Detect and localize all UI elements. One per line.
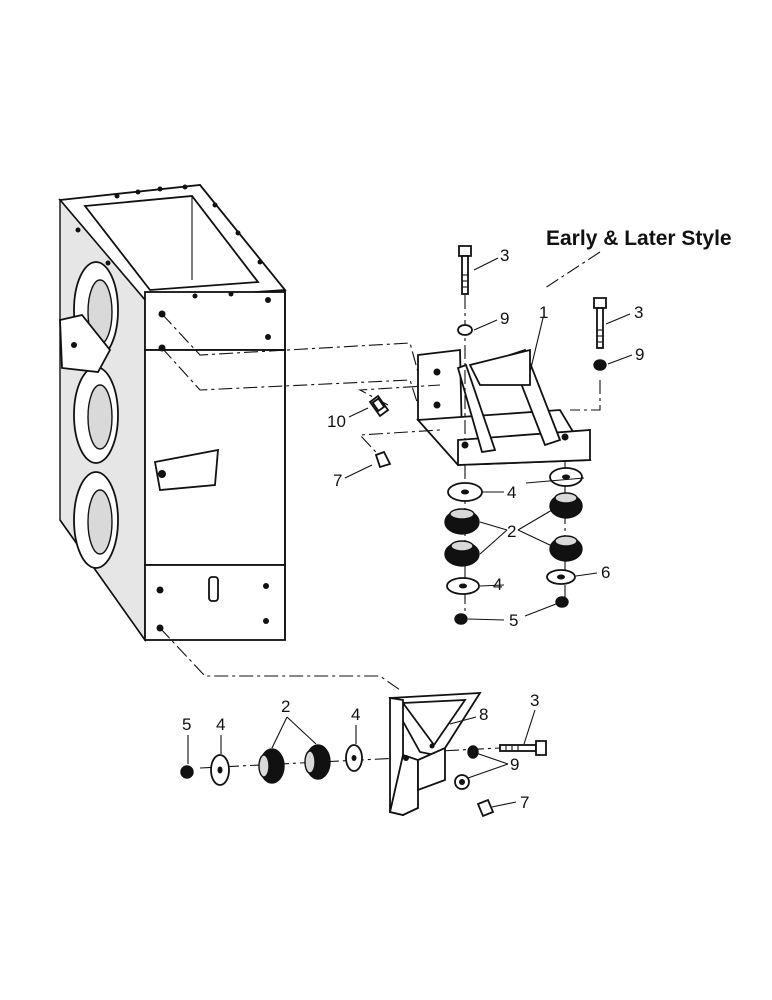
rubber-mount-2-upper-left-top (444, 508, 480, 535)
callout-5-lower: 5 (182, 715, 191, 734)
callout-2-lower: 2 (281, 697, 290, 716)
callout-3-upper-right: 3 (634, 303, 643, 322)
transmission-housing (58, 184, 287, 643)
callout-6: 6 (601, 563, 610, 582)
lower-mounting-bracket (388, 692, 482, 817)
rubber-mount-2-upper-right-bottom (549, 535, 583, 562)
lock-washer-9-lower-right (467, 745, 479, 759)
lock-washer-9-right (593, 359, 607, 371)
cap-screw-3-lower (499, 740, 547, 756)
leader-lines (187, 257, 633, 808)
cap-screw-3-upper-right (593, 297, 607, 349)
nut-5-upper-right (555, 596, 569, 608)
rubber-mount-2-upper-left-bottom (444, 540, 480, 567)
washer-4-lower-left-horizontal (210, 754, 230, 786)
callout-5-upper: 5 (509, 611, 518, 630)
cap-screw-3-upper-left (458, 245, 472, 295)
callout-4-lower-washer-right: 4 (351, 705, 360, 724)
lock-washer-9-left (457, 324, 473, 336)
rubber-mount-2-lower-right (304, 744, 331, 780)
cap-screw-7-lower (476, 798, 495, 818)
variant-heading: Early & Later Style (546, 227, 732, 250)
nut-5-lower (180, 765, 194, 779)
cap-screw-10 (368, 394, 390, 418)
callout-4-upper-left: 4 (507, 483, 516, 502)
callout-3-upper-left: 3 (500, 246, 509, 265)
callout-3-lower: 3 (530, 691, 539, 710)
callout-4-lower-left: 4 (493, 575, 502, 594)
callout-9-lower: 9 (510, 755, 519, 774)
cap-screw-7-upper (374, 450, 392, 469)
callout-9-upper-right: 9 (635, 345, 644, 364)
callout-2-upper: 2 (507, 522, 516, 541)
nut-5-upper-left (454, 613, 468, 625)
callout-4-lower-washer-left: 4 (216, 715, 225, 734)
callout-10: 10 (327, 412, 346, 431)
callout-8: 8 (479, 705, 488, 724)
upper-mounting-bracket (416, 348, 592, 466)
callout-7-upper: 7 (333, 471, 342, 490)
rubber-mount-2-lower-left (258, 748, 285, 784)
callout-9-upper-left: 9 (500, 309, 509, 328)
callout-7-lower: 7 (520, 793, 529, 812)
callout-labels: 3 3 9 9 1 10 7 4 2 4 6 5 5 4 2 4 8 3 9 7 (182, 246, 644, 812)
washer-4-lower-right-horizontal (345, 744, 363, 772)
rubber-mount-2-upper-right-top (549, 492, 583, 519)
callout-1: 1 (539, 303, 548, 322)
